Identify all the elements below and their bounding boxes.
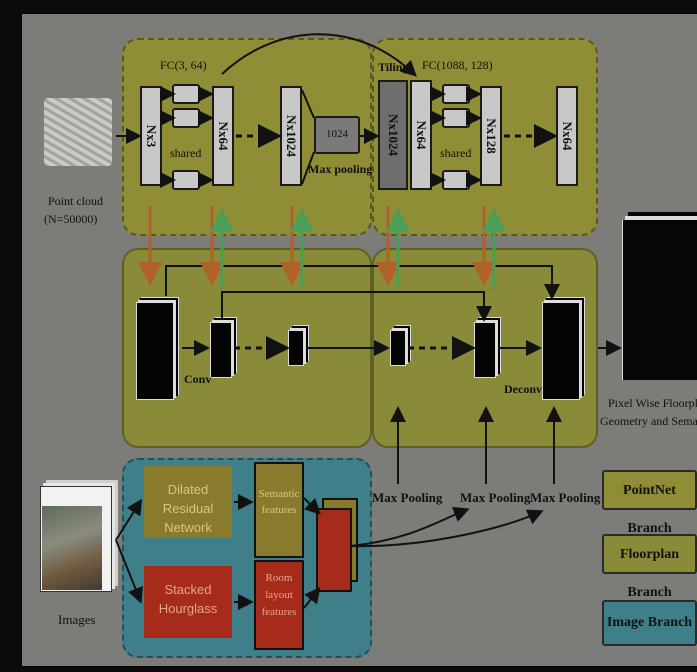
deconv-label: Deconv — [504, 382, 542, 397]
output-floorplan-map — [622, 220, 697, 380]
sh-line1: Stacked — [144, 580, 232, 599]
semantic-line1: Semantic — [256, 486, 302, 502]
feature-map-2 — [210, 322, 232, 378]
drn-box: Dilated Residual Network — [144, 466, 232, 538]
room-line1: Room — [256, 570, 302, 587]
room-line3: features — [256, 604, 302, 621]
nx64-tiled-block: Nx64 — [410, 80, 432, 190]
pooled-vector-label: 1024 — [326, 128, 348, 140]
room-layout-features-box: Room layout features — [254, 560, 304, 650]
feature-map-3 — [288, 330, 304, 366]
shared-label-right: shared — [440, 146, 471, 161]
feature-map-1 — [136, 302, 174, 400]
input-image-photo — [42, 506, 102, 590]
shared-mlp-unit-1 — [172, 84, 200, 104]
images-label: Images — [58, 612, 96, 628]
point-cloud-count: (N=50000) — [44, 212, 97, 227]
legend-floorplan-branch: Floorplan Branch — [602, 534, 697, 574]
shared-mlp-unit-3 — [172, 170, 200, 190]
point-cloud-label: Point cloud — [48, 194, 103, 209]
feature-map-4 — [390, 330, 406, 366]
fc-left-label: FC(3, 64) — [160, 58, 207, 73]
max-pooling-label-3: Max Pooling — [530, 490, 600, 506]
semantic-features-box: Semantic features — [254, 462, 304, 558]
fc-right-label: FC(1088, 128) — [422, 58, 493, 73]
conv-label: Conv — [184, 372, 211, 387]
feature-map-5 — [474, 322, 496, 378]
output-label-line1: Pixel Wise Floorplan — [608, 396, 697, 411]
fused-feature-front — [316, 508, 352, 592]
nx3-block: Nx3 — [140, 86, 162, 186]
feature-map-6 — [542, 302, 580, 400]
shared-mlp-unit-6 — [442, 170, 470, 190]
nx1024-block: Nx1024 — [280, 86, 302, 186]
legend-pointnet-branch: PointNet Branch — [602, 470, 697, 510]
nx64-output-block: Nx64 — [556, 86, 578, 186]
max-pooling-label: Max pooling — [308, 162, 372, 177]
max-pooling-label-2: Max Pooling — [460, 490, 530, 506]
shared-label-left: shared — [170, 146, 201, 161]
nx1024-tiled-block: Nx1024 — [378, 80, 408, 190]
output-label-line2: Geometry and Semantics — [600, 414, 697, 429]
tiling-label: Tiling — [378, 60, 408, 75]
shared-mlp-unit-2 — [172, 108, 200, 128]
shared-mlp-unit-4 — [442, 84, 470, 104]
max-pooling-label-1: Max Pooling — [372, 490, 442, 506]
drn-line1: Dilated Residual — [144, 480, 232, 518]
stacked-hourglass-box: Stacked Hourglass — [144, 566, 232, 638]
nx64-block: Nx64 — [212, 86, 234, 186]
room-line2: layout — [256, 587, 302, 604]
drn-line2: Network — [144, 518, 232, 537]
nx128-block: Nx128 — [480, 86, 502, 186]
sh-line2: Hourglass — [144, 599, 232, 618]
legend-image-branch: Image Branch — [602, 600, 697, 646]
shared-mlp-unit-5 — [442, 108, 470, 128]
semantic-line2: features — [256, 502, 302, 518]
point-cloud-image — [44, 98, 112, 166]
